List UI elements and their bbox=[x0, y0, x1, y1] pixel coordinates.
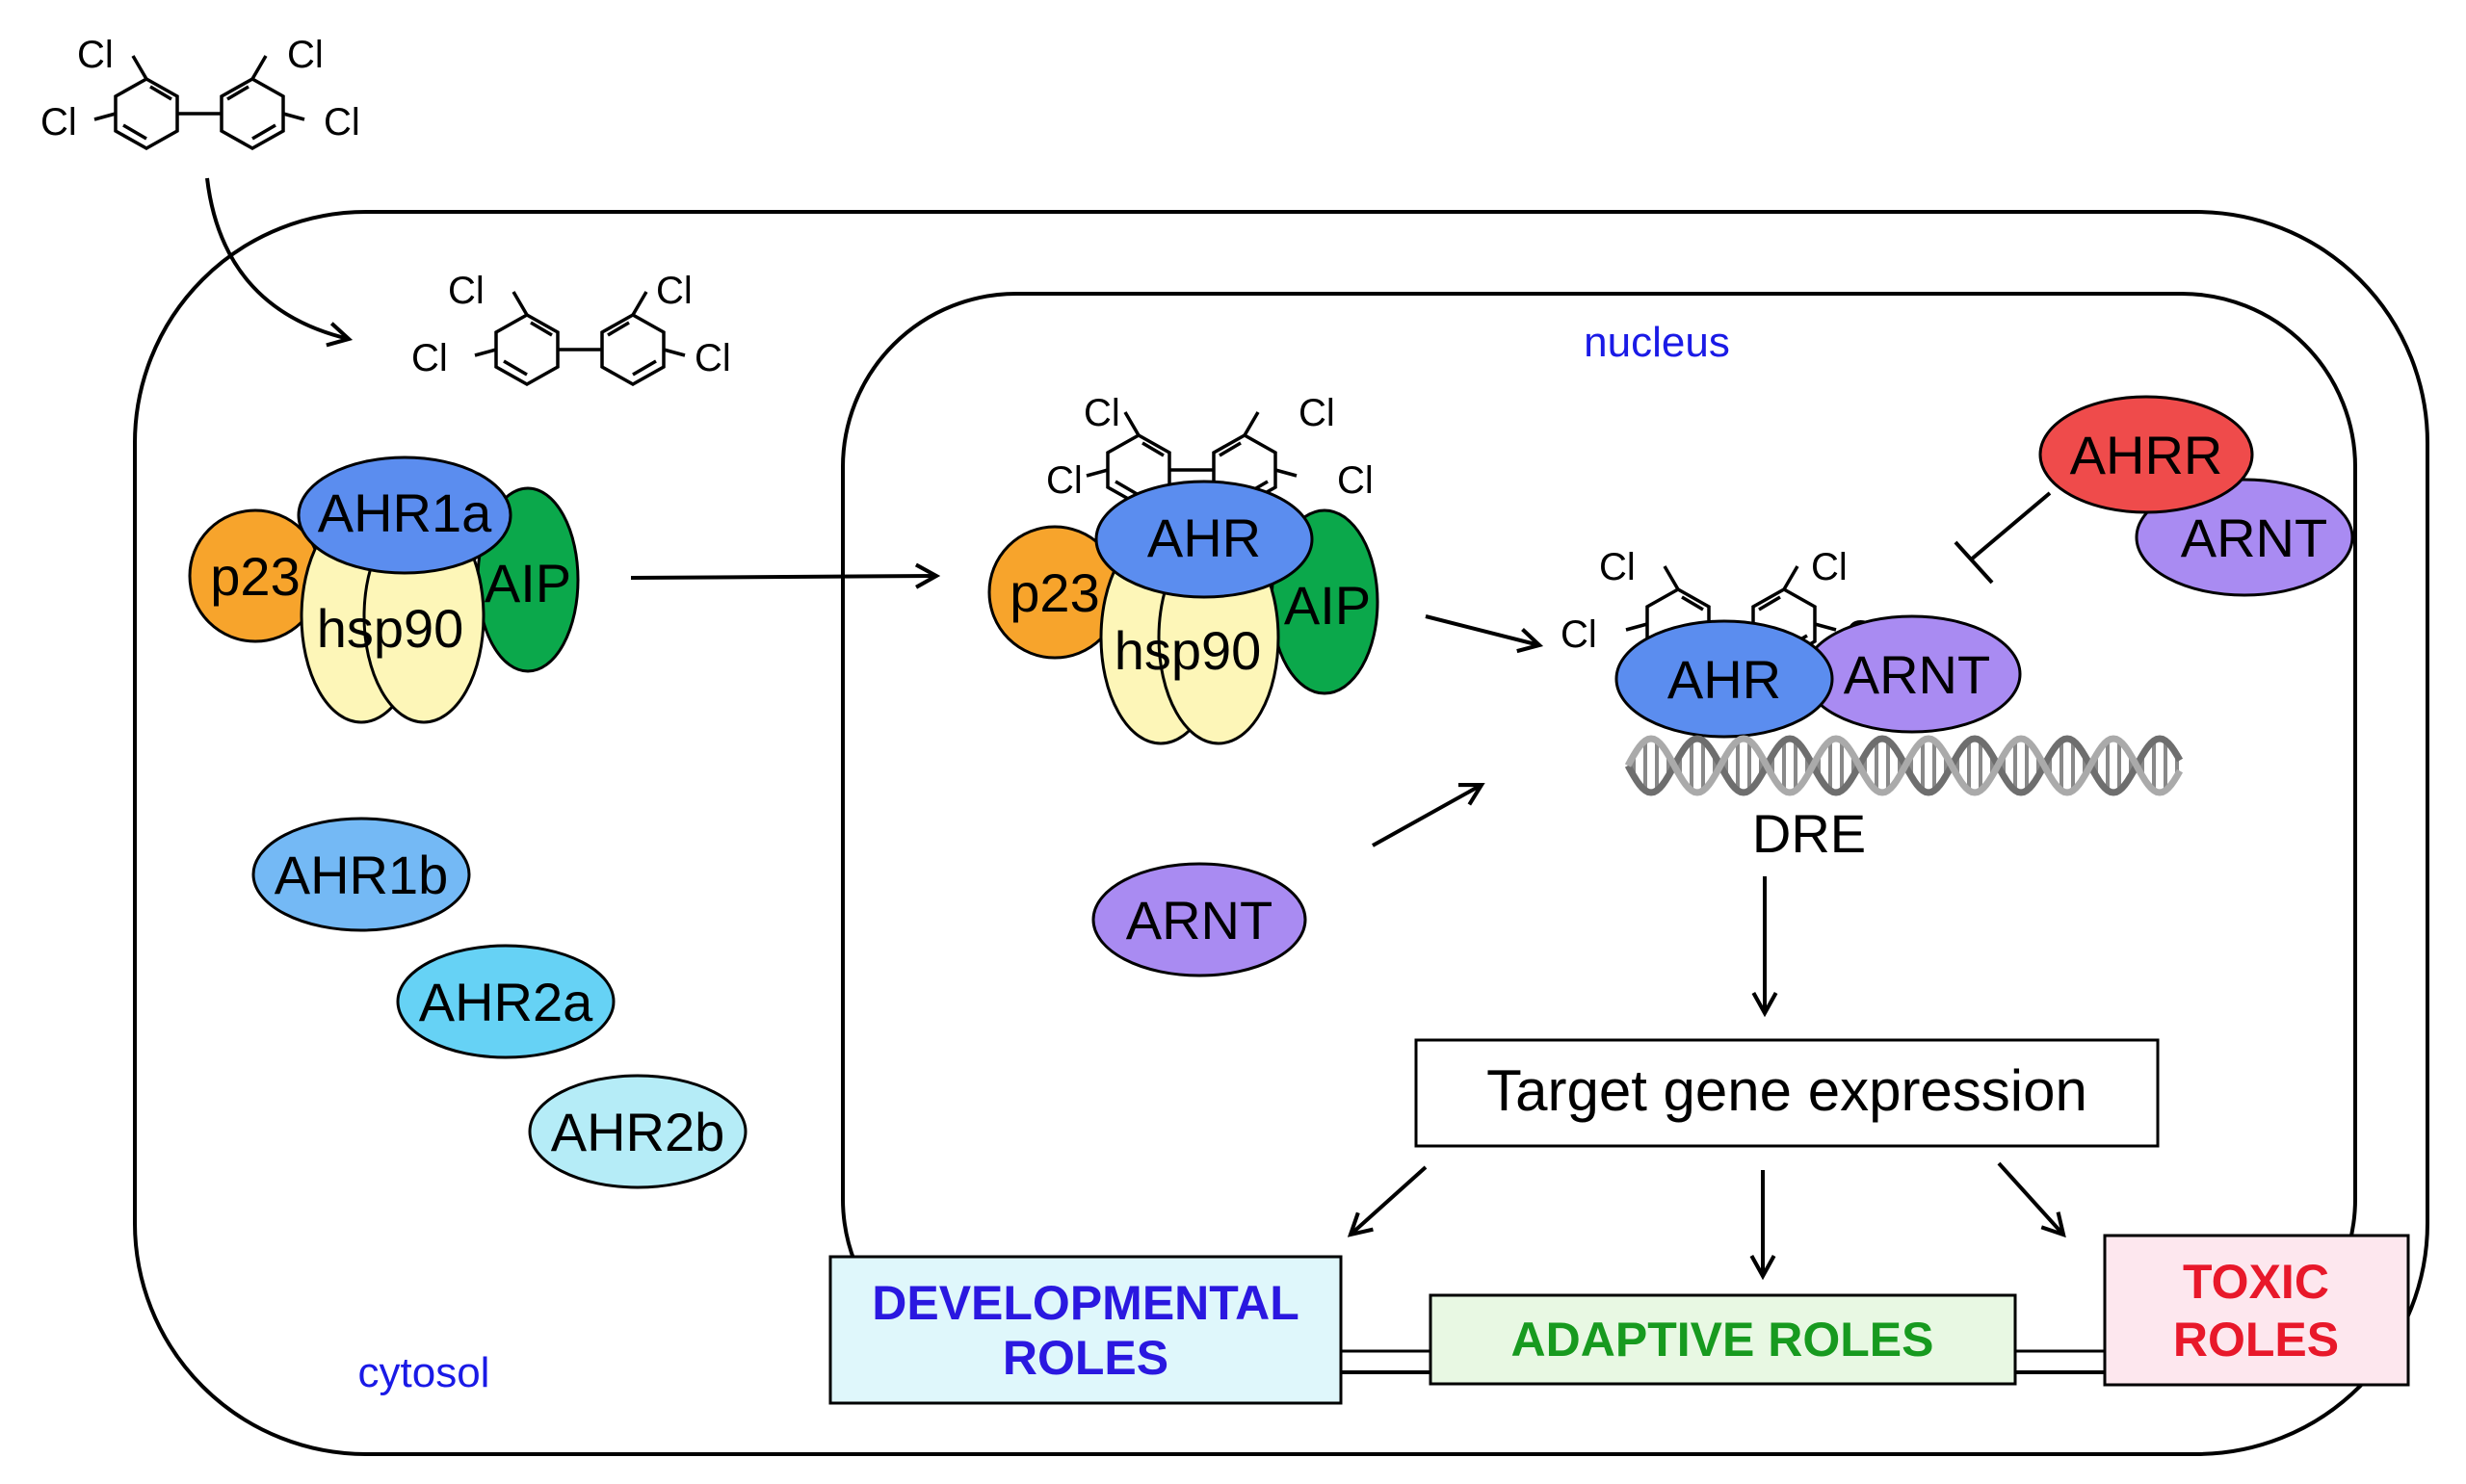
ahr1a-protein bbox=[297, 456, 512, 575]
arnt-protein-free bbox=[1091, 862, 1307, 977]
toxic-roles-label: ROLES bbox=[2173, 1313, 2339, 1367]
chlorine-label: Cl bbox=[77, 34, 114, 76]
ahr2b-label: AHR2b bbox=[551, 1102, 725, 1162]
chlorine-label: Cl bbox=[1599, 546, 1636, 588]
ahr2b-protein bbox=[528, 1074, 748, 1189]
cytosol-ahr-complex: p23 AHR1a hsp90 AIP bbox=[188, 456, 580, 724]
p23-label: p23 bbox=[1010, 562, 1099, 623]
chlorine-label: Cl bbox=[656, 270, 693, 312]
target-gene-expression-box bbox=[1414, 1038, 2160, 1148]
ahr-label: AHR bbox=[1147, 508, 1261, 568]
chlorine-label: Cl bbox=[1561, 613, 1597, 656]
aip-label: AIP bbox=[1284, 575, 1371, 636]
ahr-protein bbox=[1614, 619, 1834, 739]
arnt-label: ARNT bbox=[2181, 508, 2327, 568]
chlorine-label: Cl bbox=[287, 34, 324, 76]
arnt-to-dna-arrow bbox=[1372, 782, 1485, 847]
chlorine-label: Cl bbox=[1084, 392, 1120, 434]
developmental-roles-label: ROLES bbox=[1003, 1331, 1168, 1385]
chlorine-label: Cl bbox=[1811, 546, 1848, 588]
ahrr-protein bbox=[2038, 395, 2254, 514]
chlorine-label: Cl bbox=[695, 337, 731, 379]
chlorine-label: Cl bbox=[1046, 459, 1083, 502]
cytosol-label: cytosol bbox=[358, 1349, 490, 1396]
pcb-molecule-outside: Cl Cl Cl Cl bbox=[40, 34, 360, 151]
ahr-protein bbox=[1094, 480, 1314, 599]
inhibition-mark bbox=[1954, 491, 2052, 585]
chlorine-label: Cl bbox=[324, 101, 360, 143]
p23-label: p23 bbox=[210, 546, 300, 607]
to-developmental-arrow bbox=[1347, 1165, 1428, 1237]
developmental-roles-label: DEVELOPMENTAL bbox=[872, 1276, 1299, 1330]
entry-arrow bbox=[205, 177, 354, 348]
adaptive-roles-label: ADAPTIVE ROLES bbox=[1511, 1313, 1934, 1367]
ahr-paralogs: AHR1b AHR2a AHR2b bbox=[251, 817, 748, 1189]
ligand-complex-to-dna-arrow bbox=[1425, 614, 1544, 654]
dna-complex: Cl Cl Cl Cl AHR ARNT DRE bbox=[1561, 546, 2184, 864]
hsp90-label: hsp90 bbox=[1115, 620, 1262, 681]
toxic-roles-label: TOXIC bbox=[2183, 1255, 2329, 1309]
ahrr-label: AHRR bbox=[2070, 425, 2223, 485]
pcb-ring-right bbox=[220, 76, 285, 151]
chlorine-label: Cl bbox=[40, 101, 77, 143]
ahr1b-label: AHR1b bbox=[275, 845, 449, 905]
developmental-roles-box bbox=[828, 1255, 1343, 1405]
ahr1a-label: AHR1a bbox=[318, 482, 492, 543]
target-gene-expression-label: Target gene expression bbox=[1486, 1058, 2087, 1123]
pcb-ring-right bbox=[600, 312, 666, 387]
dna-helix bbox=[1624, 735, 2184, 796]
hsp90-label: hsp90 bbox=[317, 598, 464, 659]
translocation-arrow bbox=[630, 562, 941, 589]
ahr2a-label: AHR2a bbox=[419, 972, 593, 1032]
pcb-ring-left bbox=[114, 76, 179, 151]
adaptive-roles-box bbox=[1429, 1293, 2017, 1386]
arnt-label: ARNT bbox=[1126, 890, 1272, 950]
nuclear-ahr-complex: Cl Cl Cl Cl p23 AHR hsp90 AIP bbox=[987, 392, 1379, 745]
pcb-molecule-cytosol: Cl Cl Cl Cl bbox=[411, 270, 731, 387]
chlorine-label: Cl bbox=[411, 337, 448, 379]
dre-label: DRE bbox=[1752, 803, 1866, 864]
ahrr-repressor: AHRR ARNT bbox=[2038, 395, 2354, 597]
toxic-roles-box bbox=[2103, 1234, 2410, 1387]
pcb-ring-left bbox=[494, 312, 560, 387]
ahr1b-protein bbox=[251, 817, 471, 932]
arnt-label: ARNT bbox=[1844, 644, 1990, 705]
chlorine-label: Cl bbox=[1337, 459, 1374, 502]
nucleus-label: nucleus bbox=[1584, 319, 1730, 366]
ahr2a-protein bbox=[396, 944, 616, 1059]
chlorine-label: Cl bbox=[448, 270, 485, 312]
chlorine-label: Cl bbox=[1299, 392, 1335, 434]
ahr-label: AHR bbox=[1667, 649, 1781, 710]
aip-label: AIP bbox=[485, 553, 571, 613]
to-toxic-arrow bbox=[1997, 1161, 2066, 1238]
cell-membrane bbox=[133, 210, 2429, 1456]
